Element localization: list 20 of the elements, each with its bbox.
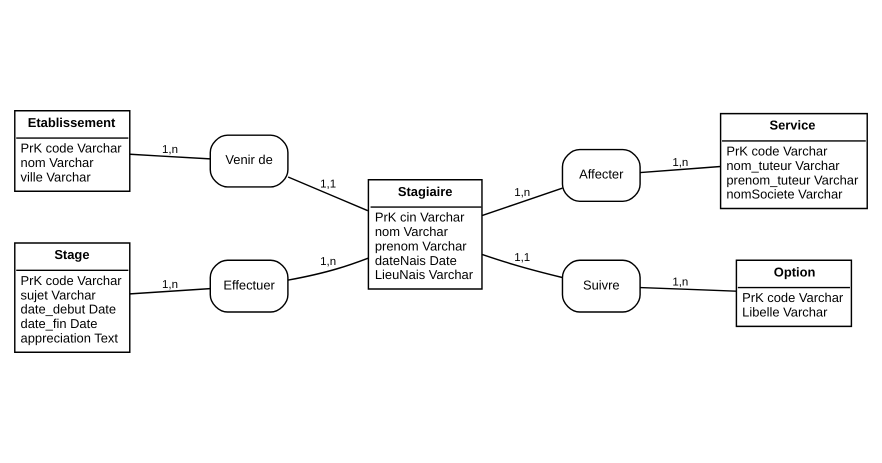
connector <box>130 288 210 295</box>
node-box: Affecter <box>562 148 641 202</box>
edge-label: 1,1 <box>514 252 530 264</box>
edge-label: 1,n <box>320 256 336 268</box>
connector <box>640 286 736 292</box>
edge-label: 1,n <box>162 144 178 156</box>
edge-label: 1,n <box>672 156 688 169</box>
edge-label: 1,n <box>162 279 178 292</box>
node-box: Venir de <box>210 134 289 188</box>
connector <box>288 176 368 212</box>
connector <box>640 166 721 174</box>
edge-label: 1,n <box>514 187 530 200</box>
node-box: Suivre <box>562 260 641 313</box>
connector <box>288 257 368 281</box>
edge-label: 1,1 <box>320 178 336 191</box>
connector <box>482 254 562 278</box>
edge-label: 1,n <box>672 276 688 288</box>
connector <box>130 154 210 160</box>
node-box: Effectuer <box>210 260 289 313</box>
connector <box>482 188 562 216</box>
